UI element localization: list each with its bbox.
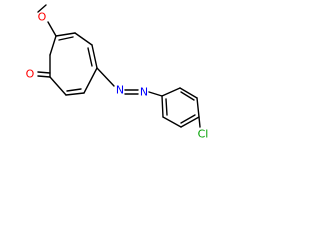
bond-c5-n1 <box>96 67 115 87</box>
bond-c2-c3-double <box>58 36 74 41</box>
bond-c5-c6 <box>83 67 98 94</box>
bond-ar6-ar1-double <box>165 98 168 116</box>
chlorophenyl-ring <box>161 87 201 128</box>
bond-c3-c4 <box>74 32 93 46</box>
bond-c6-c7 <box>65 92 85 96</box>
carbonyl-oxygen-label: O <box>26 68 35 81</box>
bond-ar4-ar5-double <box>180 114 196 124</box>
bond-c4-c5 <box>91 44 98 69</box>
bond-ar6-ar1 <box>161 95 164 118</box>
carbonyl-group <box>37 71 51 78</box>
azo-n1-label: N <box>116 84 124 97</box>
bond-c4-c5-double <box>87 47 93 67</box>
bond-ar4-ar5 <box>180 116 200 128</box>
bond-ar1-ar2 <box>161 87 181 97</box>
azo-linkage <box>96 67 163 97</box>
azo-n2-label: N <box>140 86 148 99</box>
bond-ar3-ar4 <box>196 97 200 118</box>
bond-n2-aryl <box>148 91 163 97</box>
bond-ar2-ar3-double <box>180 91 195 101</box>
bond-carbonyl-1 <box>37 75 51 78</box>
bond-omethoxy-methyl <box>37 4 47 13</box>
bond-ar5-ar6 <box>162 116 182 128</box>
chemical-structure-diagram: O O N N Cl <box>26 4 209 141</box>
chlorine-label: Cl <box>198 128 209 141</box>
bond-carbonyl-2 <box>37 71 51 74</box>
tropone-ring <box>49 32 98 96</box>
methoxy-oxygen-label: O <box>38 11 47 24</box>
bond-c6-c7-double <box>66 88 82 92</box>
bond-c2-omethoxy <box>47 21 57 37</box>
bond-c7-c1 <box>49 76 67 96</box>
bond-ar2-ar3 <box>179 87 198 99</box>
bond-c2-c3 <box>55 32 76 37</box>
methoxy-group <box>37 4 57 37</box>
bond-c1-c2 <box>49 35 57 56</box>
bond-ar4-cl <box>198 116 201 128</box>
